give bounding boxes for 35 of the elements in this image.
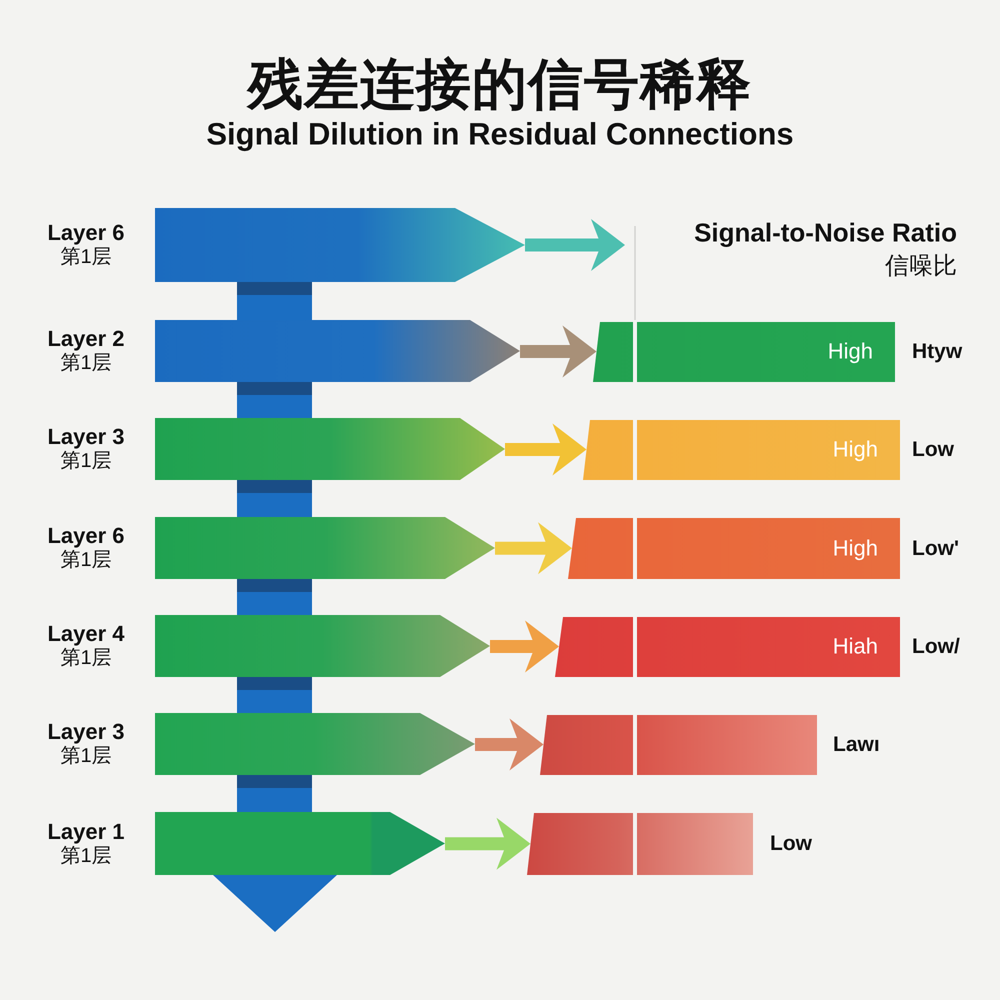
arrow [445,818,530,870]
layer-label: 第1层 [60,647,112,670]
layer-label: 第1层 [60,745,112,768]
arrow [495,522,572,574]
layer-label: Layer 4 [47,622,125,648]
side-label: Low [770,832,812,856]
bar-value: High [828,340,873,364]
layer-label: Layer 6 [47,524,125,550]
column-heading: Signal-to-Noise Ratio [694,218,957,248]
side-label: Low' [912,536,959,560]
side-label: Low/ [912,635,960,659]
subtitle: Signal Dilution in Residual Connections [206,118,794,152]
layer-label: 第1层 [60,450,112,472]
arrow [490,620,559,672]
column-heading: 信噪比 [885,254,957,280]
layer-label: Layer 2 [47,327,125,352]
side-label: Htyw [912,340,962,364]
side-label: Low [912,438,954,462]
arrow [475,718,544,770]
layer-label: 第1层 [60,246,112,268]
side-label: Lawı [833,733,880,757]
title: 残差连接的信号稀释 [248,54,752,116]
layer-label: 第1层 [60,549,112,572]
arrow [520,326,596,378]
bar-value: High [832,536,878,561]
bar-value: High [832,438,878,462]
layer-label: Layer 6 [47,221,125,246]
layer-label: Layer 3 [47,720,125,746]
arrow [525,219,625,271]
layer-label: Layer 1 [47,820,125,845]
layer-label: 第1层 [60,844,112,867]
layer-label: Layer 3 [47,425,125,450]
layer-label: 第1层 [60,352,112,374]
arrow [505,424,586,476]
bar-value: Hiah [832,634,878,660]
